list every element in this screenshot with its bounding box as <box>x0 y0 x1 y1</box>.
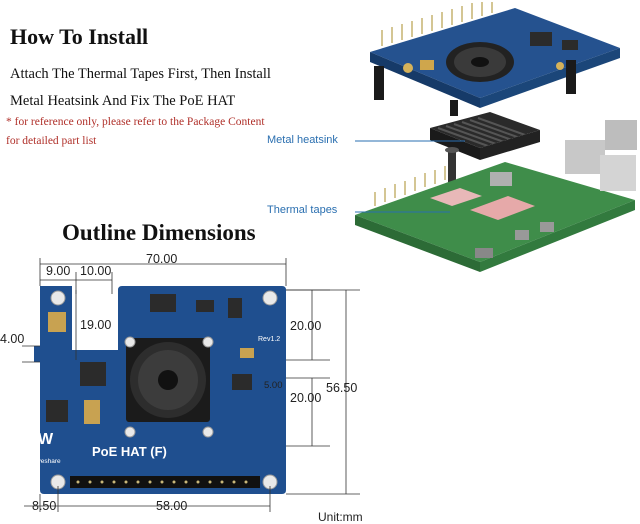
waveshare-logo: W <box>38 431 54 448</box>
outline-title: Outline Dimensions <box>62 220 256 245</box>
pcb-components <box>46 294 252 422</box>
callout-thermal-tapes: Thermal tapes <box>265 204 340 216</box>
board-label: PoE HAT (F) <box>92 444 167 459</box>
gpio-header <box>70 476 260 488</box>
install-step-line-2: Metal Heatsink And Fix The PoE HAT <box>10 93 236 109</box>
mounting-holes <box>50 290 278 490</box>
dim-right-20-top: 20.00 <box>290 319 322 333</box>
rev-label: Rev1.2 <box>258 336 281 343</box>
dim-height-total: 56.50 <box>326 381 358 395</box>
dim-left-4: 4.00 <box>0 332 25 346</box>
dim-bottom-58: 58.00 <box>156 499 188 513</box>
dim-vertical-19: 19.00 <box>80 318 112 332</box>
dimension-drawing: W <box>22 258 360 512</box>
metal-heatsink-3d <box>430 112 540 160</box>
raspberry-pi-board-3d <box>355 120 637 272</box>
callout-metal-heatsink: Metal heatsink <box>265 134 340 146</box>
reference-note-line-2: for detailed part list <box>6 135 97 147</box>
poe-hat-board-3d <box>370 2 620 116</box>
installation-illustration <box>355 2 637 272</box>
dim-bottom-8-5: 8.50 <box>32 499 57 513</box>
reference-note-line-1: * for reference only, please refer to th… <box>6 116 265 128</box>
install-step-line-1: Attach The Thermal Tapes First, Then Ins… <box>10 66 271 82</box>
dim-width-total: 70.00 <box>146 252 178 266</box>
dim-right-20-bottom: 20.00 <box>290 391 322 405</box>
dim-offset-9: 9.00 <box>46 264 71 278</box>
install-title: How To Install <box>10 24 149 49</box>
brand-label: Waveshare <box>28 458 61 465</box>
unit-label: Unit:mm <box>318 510 363 524</box>
spring-screw-3d <box>445 147 459 190</box>
dim-offset-10: 10.00 <box>80 264 112 278</box>
dim-right-5: 5.00 <box>264 380 283 391</box>
